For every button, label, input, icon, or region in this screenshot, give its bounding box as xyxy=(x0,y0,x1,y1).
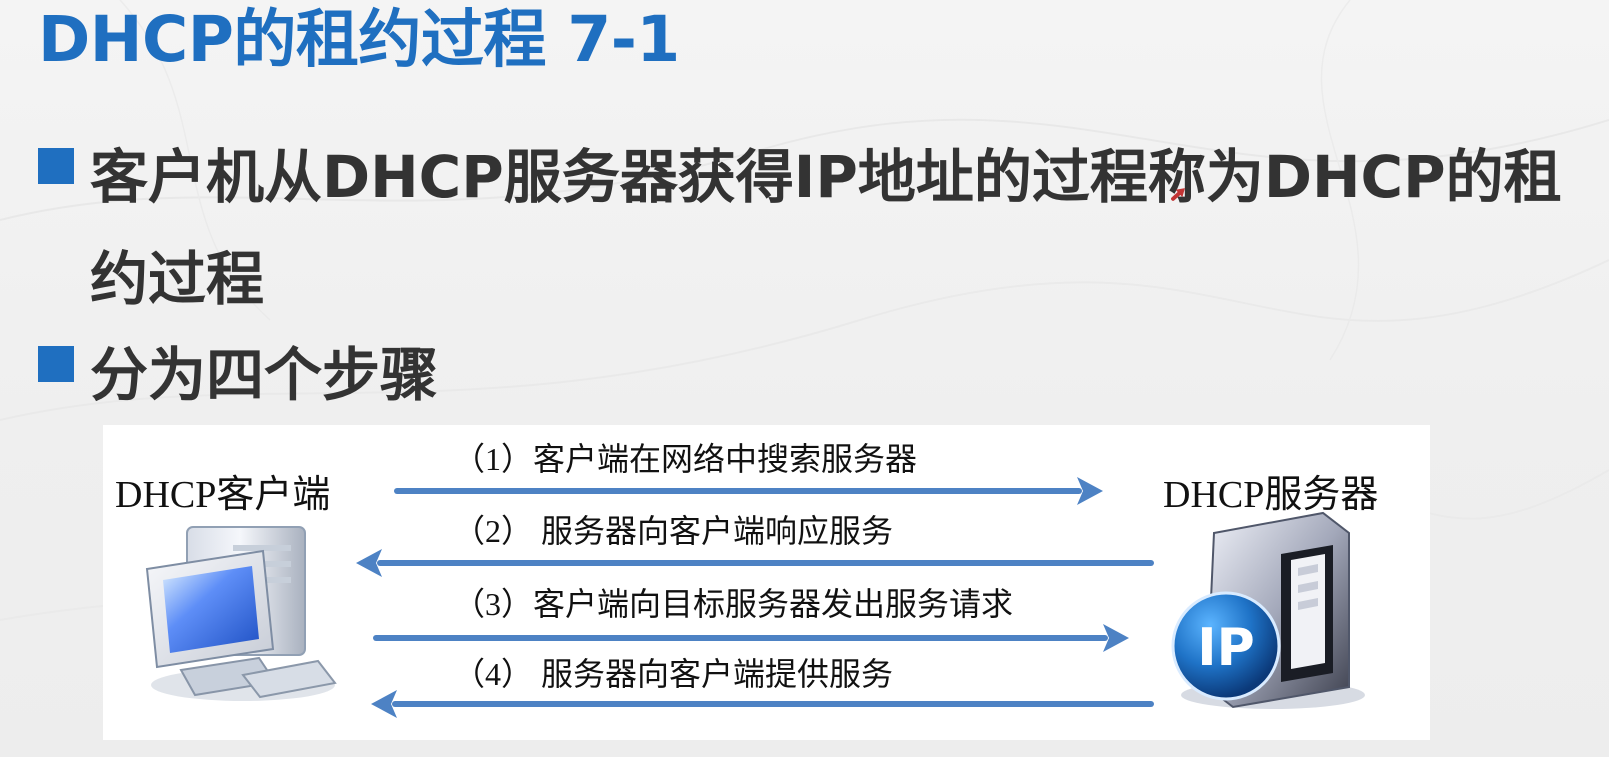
step-4-label: （4） 服务器向客户端提供服务 xyxy=(453,656,893,692)
step-3-arrowhead xyxy=(1103,624,1129,652)
dhcp-lease-diagram: DHCP客户端 DHCP服务器 xyxy=(103,425,1430,740)
bullet-text: 分为四个步骤 xyxy=(90,341,439,409)
step-1-arrowhead xyxy=(1077,477,1103,505)
ip-badge-label: IP xyxy=(1197,618,1254,678)
step-2-label: （2） 服务器向客户端响应服务 xyxy=(453,513,893,549)
bullet-text: 客户机从DHCP服务器获得IP地址的过程称为DHCP的租约过程 xyxy=(90,143,1562,313)
server-label: DHCP服务器 xyxy=(1163,474,1378,516)
bullet-item-four-steps: 分为四个步骤 xyxy=(38,324,738,426)
dhcp-diagram-svg: DHCP客户端 DHCP服务器 xyxy=(115,441,1378,718)
step-4-arrowhead xyxy=(371,690,397,718)
step-2-arrowhead xyxy=(356,549,382,577)
bullet-item-lease-process: 客户机从DHCP服务器获得IP地址的过程称为DHCP的租约过程 xyxy=(38,126,1598,330)
bullet-square-icon xyxy=(38,346,74,382)
bullet-square-icon xyxy=(38,148,74,184)
step-3-label: （3）客户端向目标服务器发出服务请求 xyxy=(453,586,1013,622)
client-label: DHCP客户端 xyxy=(115,474,330,516)
slide-title: DHCP的租约过程 7-1 xyxy=(38,3,680,76)
server-icon: IP xyxy=(1171,511,1365,709)
step-1-label: （1）客户端在网络中搜索服务器 xyxy=(453,441,917,477)
computer-icon xyxy=(145,526,337,701)
